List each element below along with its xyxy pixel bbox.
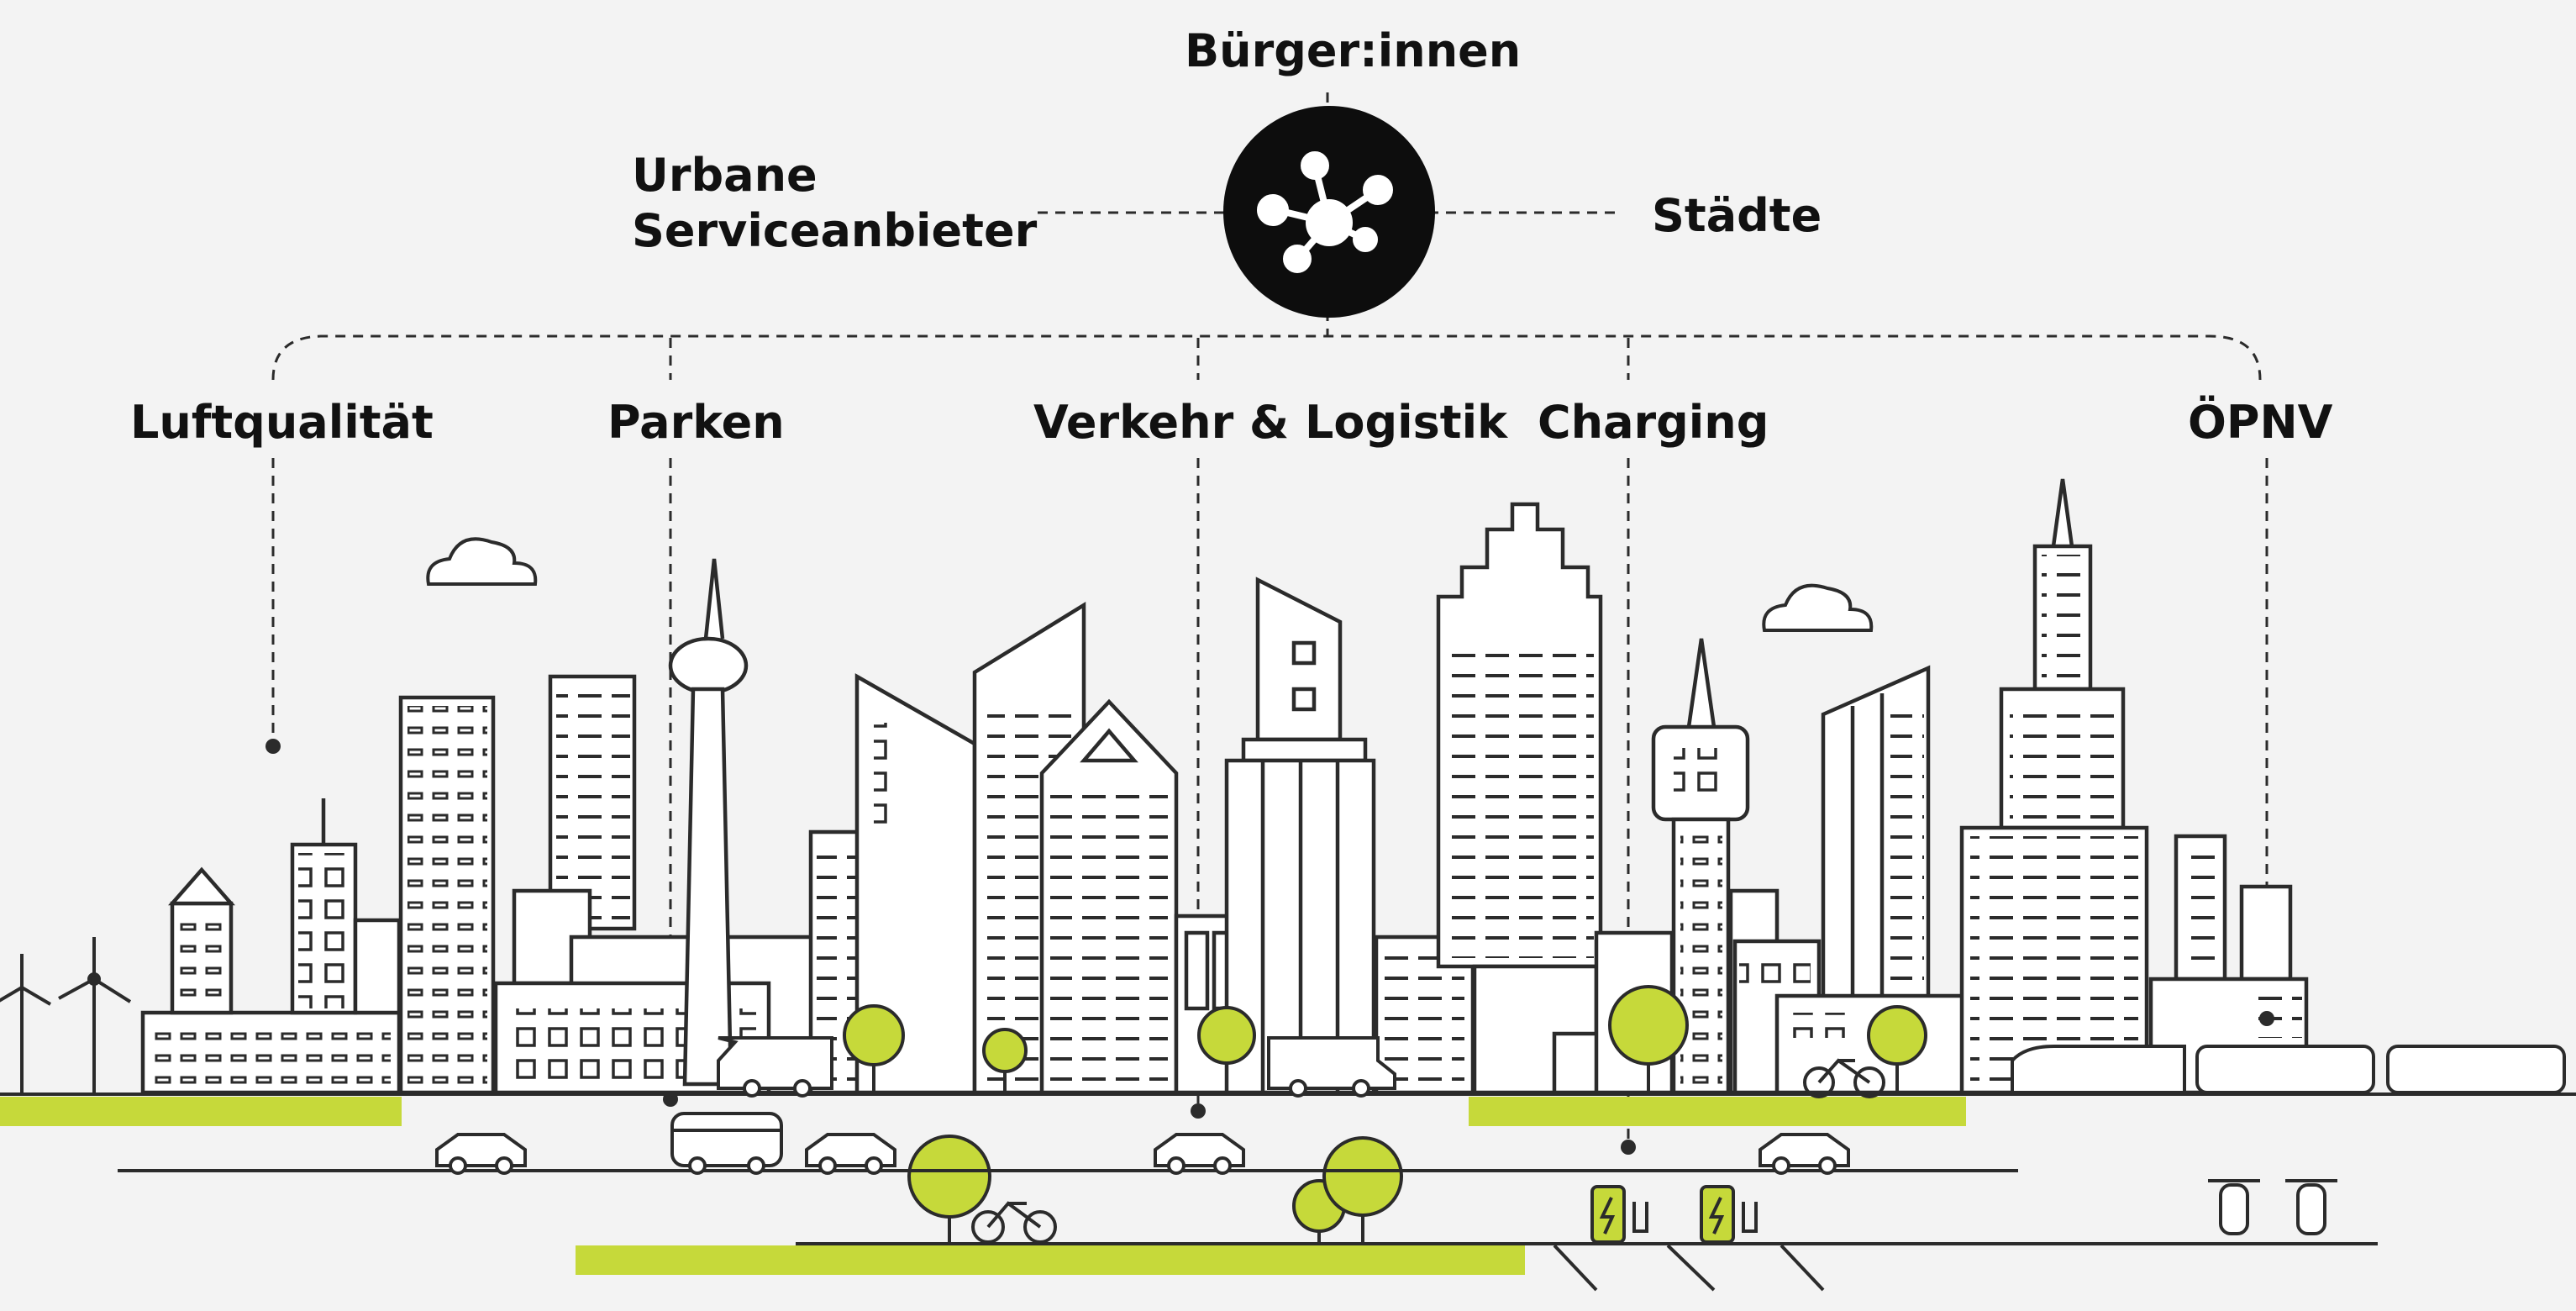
category-markers [265, 739, 2274, 1155]
category-label-parken: Parken [607, 396, 785, 449]
bicycle [971, 1058, 1885, 1244]
label-line: Urbane [632, 149, 817, 202]
hub-label-buerger: Bürger:innen [1185, 24, 1522, 77]
hub-label-staedte: Städte [1652, 189, 1822, 242]
label-line: Serviceanbieter [632, 204, 1038, 257]
hub-label-urbane-serviceanbieter: Urbane Serviceanbieter [632, 148, 1037, 259]
green-strip [0, 1097, 1966, 1275]
tree [843, 985, 1927, 1244]
category-label-luftqualitaet: Luftqualität [130, 396, 434, 449]
vehicles [435, 1036, 2566, 1175]
scooter [2208, 1179, 2337, 1235]
category-label-verkehr-logistik: Verkehr & Logistik [1033, 396, 1507, 449]
charging-station-icon [1590, 1185, 1758, 1244]
category-label-oepnv: ÖPNV [2188, 396, 2333, 449]
network-hub-icon [1223, 106, 1435, 318]
wind-turbine [0, 937, 132, 1092]
cloud [426, 537, 1874, 632]
category-label-charging: Charging [1538, 396, 1769, 449]
